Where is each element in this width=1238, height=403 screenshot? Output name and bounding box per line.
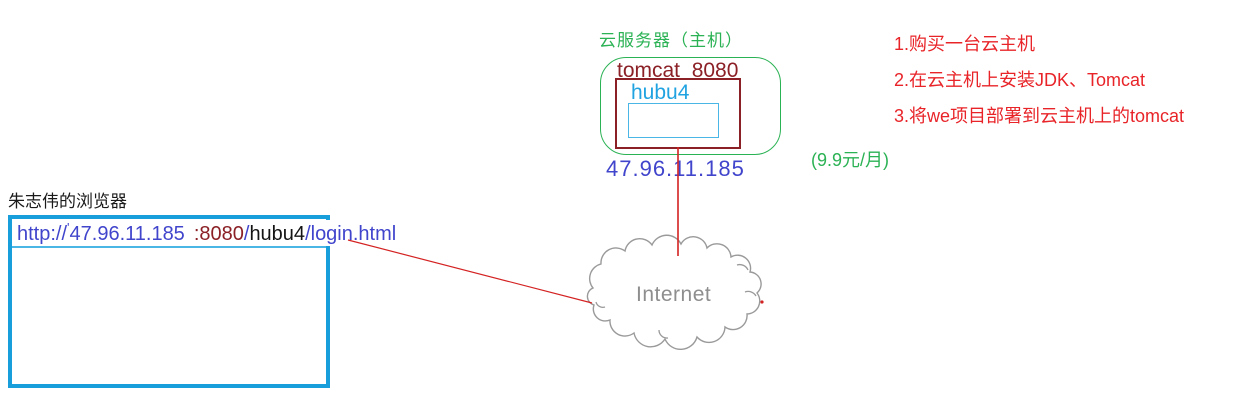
server-ip-label: 47.96.11.185 (606, 156, 745, 181)
webapp-label: hubu4 (631, 81, 690, 104)
webapp-box (628, 103, 719, 138)
browser-title-label: 朱志伟的浏览器 (8, 192, 127, 211)
price-label: (9.9元/月) (811, 150, 890, 170)
cloud-curl-right (744, 290, 757, 297)
connector-browser-internet (347, 239, 593, 304)
address-bar-divider (12, 246, 326, 248)
deploy-step-3: 3.将we项目部署到云主机上的tomcat (894, 106, 1185, 126)
cloud-curl-left (595, 301, 606, 308)
url-path: /login.html (305, 223, 397, 245)
browser-box (8, 215, 330, 388)
internet-label: Internet (636, 283, 712, 306)
url-port: :8080 (193, 223, 244, 245)
url-slash: / (243, 223, 250, 245)
deploy-steps: 1.购买一台云主机 2.在云主机上安装JDK、Tomcat 3.将we项目部署到… (894, 26, 1184, 134)
browser-url: http://'47.96.11.185 :8080/hubu4/login.ht… (17, 220, 397, 246)
url-protocol: http:// (17, 223, 68, 245)
server-outline-box (600, 57, 781, 155)
cloud-curl-top-right (736, 263, 749, 271)
url-app: hubu4 (249, 223, 306, 245)
url-stray-tick: ' (67, 220, 70, 235)
server-title-label: 云服务器（主机） (599, 31, 743, 50)
cloud-curl-bottom (658, 329, 669, 339)
deploy-step-1: 1.购买一台云主机 (894, 34, 1036, 54)
url-host: 47.96.11.185 (69, 223, 185, 245)
deploy-step-2: 2.在云主机上安装JDK、Tomcat (894, 70, 1146, 90)
tomcat-label: tomcat 8080 (617, 59, 739, 82)
red-dot-mark (760, 300, 764, 304)
